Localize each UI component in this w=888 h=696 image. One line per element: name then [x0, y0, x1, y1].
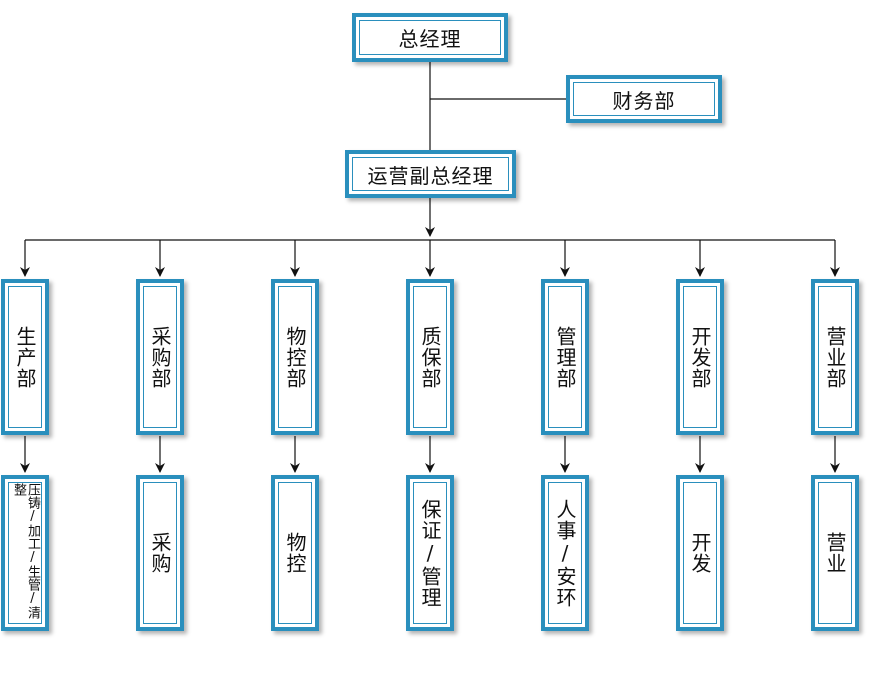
finance-dept-box: 财务部: [566, 75, 722, 123]
ops-vice-gm-label: 运营副总经理: [367, 163, 494, 188]
dept-box-sales: 营业部: [811, 279, 859, 435]
general-manager-label: 总经理: [398, 27, 462, 51]
dept-box-material-control: 物控部: [271, 279, 319, 435]
dept-label-management: 管理部: [553, 325, 577, 389]
dept-box-production: 生产部: [1, 279, 49, 435]
sub-label-material-control: 物控: [283, 532, 307, 574]
dept-label-material-control: 物控部: [283, 325, 307, 389]
dept-label-quality: 质保部: [418, 325, 442, 389]
ops-vice-gm-box: 运营副总经理: [345, 150, 516, 198]
sub-box-quality: 保证/管理: [406, 475, 454, 631]
dept-box-quality: 质保部: [406, 279, 454, 435]
dept-label-production: 生产部: [13, 325, 37, 389]
general-manager-box: 总经理: [352, 13, 508, 62]
dept-box-purchasing: 采购部: [136, 279, 184, 435]
sub-box-sales: 营业: [811, 475, 859, 631]
sub-box-production: 压铸/加工/生管/清整: [1, 475, 49, 631]
dept-label-development: 开发部: [688, 325, 712, 389]
sub-box-material-control: 物控: [271, 475, 319, 631]
sub-label-production: 压铸/加工/生管/清整: [11, 483, 40, 619]
sub-label-sales: 营业: [823, 532, 847, 574]
sub-box-development: 开发: [676, 475, 724, 631]
sub-label-development: 开发: [688, 532, 712, 574]
sub-box-purchasing: 采购: [136, 475, 184, 631]
dept-label-purchasing: 采购部: [148, 325, 172, 389]
dept-label-sales: 营业部: [823, 325, 847, 389]
dept-box-management: 管理部: [541, 279, 589, 435]
sub-label-quality: 保证/管理: [418, 498, 442, 608]
dept-box-development: 开发部: [676, 279, 724, 435]
sub-label-management: 人事/安环: [553, 498, 577, 608]
finance-dept-label: 财务部: [612, 88, 676, 113]
sub-box-management: 人事/安环: [541, 475, 589, 631]
sub-label-purchasing: 采购: [148, 532, 172, 574]
